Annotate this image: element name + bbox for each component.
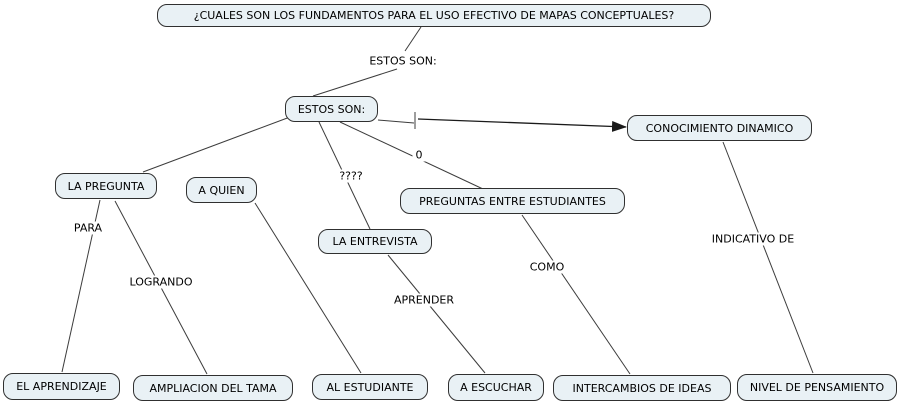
link-estosson-to-preguntas[interactable] <box>339 121 484 190</box>
node-top-question[interactable]: ¿CUALES SON LOS FUNDAMENTOS PARA EL USO … <box>157 4 711 27</box>
link-label-como[interactable]: COMO <box>526 260 568 274</box>
link-conocimiento-to-nivel[interactable] <box>722 141 814 374</box>
node-a-quien[interactable]: A QUIEN <box>186 177 257 203</box>
link-estosson-to-conocimiento[interactable] <box>417 118 627 132</box>
node-conocimiento-dinamico[interactable]: CONOCIMIENTO DINAMICO <box>627 115 812 141</box>
node-nivel-de-pensamiento[interactable]: NIVEL DE PENSAMIENTO <box>737 374 897 401</box>
link-label-zero[interactable]: 0 <box>412 148 426 162</box>
link-estosson-arrow-stub[interactable] <box>377 119 415 124</box>
link-estosson-to-lapregunta[interactable] <box>142 116 291 173</box>
link-label-logrando[interactable]: LOGRANDO <box>126 275 196 289</box>
link-label-indicativo-de[interactable]: INDICATIVO DE <box>708 232 798 246</box>
link-label-question-marks[interactable]: ???? <box>336 169 366 183</box>
link-label-aprender[interactable]: APRENDER <box>390 293 458 307</box>
node-la-pregunta[interactable]: LA PREGUNTA <box>55 173 157 199</box>
link-aquien-to-alestudiante[interactable] <box>254 202 362 374</box>
link-label-to-estosson[interactable] <box>312 68 398 97</box>
node-ampliacion-del-tama[interactable]: AMPLIACION DEL TAMA <box>133 375 293 401</box>
link-label-para[interactable]: PARA <box>70 221 106 235</box>
node-intercambios-de-ideas[interactable]: INTERCAMBIOS DE IDEAS <box>553 375 731 401</box>
node-a-escuchar[interactable]: A ESCUCHAR <box>448 374 544 401</box>
link-preguntas-to-intercambios[interactable] <box>521 214 631 375</box>
node-al-estudiante[interactable]: AL ESTUDIANTE <box>312 374 428 400</box>
node-estos-son[interactable]: ESTOS SON: <box>285 96 378 122</box>
link-topquestion-to-label[interactable] <box>404 26 422 52</box>
node-la-entrevista[interactable]: LA ENTREVISTA <box>318 229 432 254</box>
link-label-estos-son[interactable]: ESTOS SON: <box>366 54 440 68</box>
link-laentrevista-to-aescuchar[interactable] <box>387 254 486 374</box>
node-preguntas-entre-estudiantes[interactable]: PREGUNTAS ENTRE ESTUDIANTES <box>400 188 625 214</box>
node-el-aprendizaje[interactable]: EL APRENDIZAJE <box>3 373 120 400</box>
